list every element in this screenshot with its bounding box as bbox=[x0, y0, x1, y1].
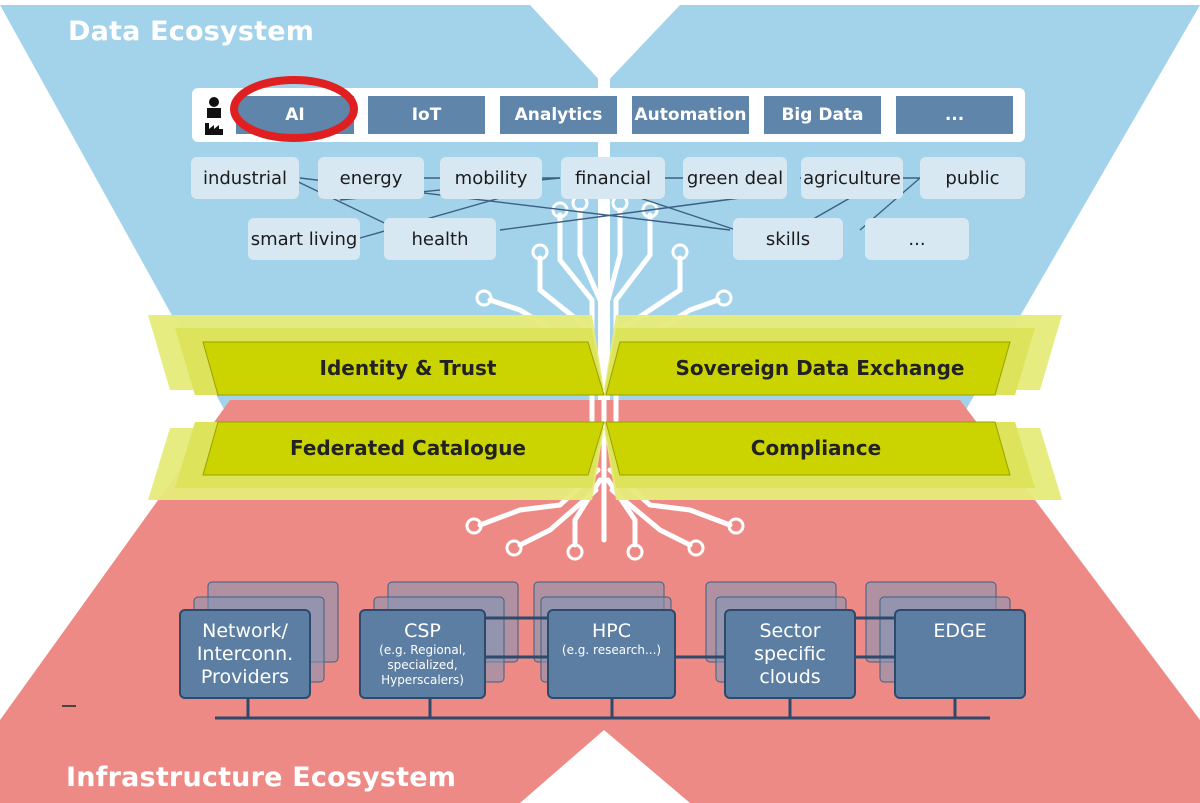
domain-agriculture[interactable]: agriculture bbox=[801, 157, 903, 199]
provider-hpc-title: HPC bbox=[591, 620, 631, 642]
service-compliance[interactable]: Compliance bbox=[750, 436, 882, 460]
provider-csp-sub1: (e.g. Regional, bbox=[379, 643, 466, 657]
provider-network[interactable]: Network/ Interconn. Providers bbox=[180, 620, 310, 689]
federated-catalogue-band bbox=[202, 421, 605, 476]
domain-skills[interactable]: skills bbox=[733, 218, 843, 260]
provider-sector-line3: clouds bbox=[759, 666, 821, 688]
provider-boxes bbox=[179, 609, 1026, 699]
domain-public[interactable]: public bbox=[920, 157, 1025, 199]
domain-energy[interactable]: energy bbox=[318, 157, 424, 199]
provider-bus bbox=[215, 616, 990, 720]
provider-edge-title: EDGE bbox=[933, 620, 987, 642]
tech-big-data[interactable]: Big Data bbox=[764, 96, 881, 134]
provider-hpc-sub: (e.g. research...) bbox=[561, 643, 662, 657]
domain-mobility[interactable]: mobility bbox=[440, 157, 542, 199]
provider-sector-clouds[interactable]: Sector specific clouds bbox=[725, 620, 855, 689]
domain-smart-living[interactable]: smart living bbox=[248, 218, 360, 260]
tech-more[interactable]: ... bbox=[896, 96, 1013, 134]
domain-industrial[interactable]: industrial bbox=[191, 157, 299, 199]
service-sovereign-data-exchange[interactable]: Sovereign Data Exchange bbox=[675, 356, 965, 380]
provider-csp[interactable]: CSP (e.g. Regional, specialized, Hypersc… bbox=[360, 620, 485, 688]
domain-health[interactable]: health bbox=[384, 218, 496, 260]
identity-trust-band bbox=[202, 341, 605, 396]
infrastructure-ecosystem-title: Infrastructure Ecosystem bbox=[66, 762, 457, 793]
domain-green-deal[interactable]: green deal bbox=[683, 157, 787, 199]
provider-network-line1: Network/ bbox=[202, 620, 288, 642]
sovereign-exchange-band bbox=[605, 341, 1011, 396]
tech-automation[interactable]: Automation bbox=[632, 96, 749, 134]
provider-hpc[interactable]: HPC (e.g. research...) bbox=[548, 620, 675, 658]
provider-sector-line2: specific bbox=[754, 643, 826, 665]
provider-sector-line1: Sector bbox=[759, 620, 821, 642]
factory-icon bbox=[205, 123, 223, 135]
domain-more[interactable]: ... bbox=[865, 218, 969, 260]
highlight-ring bbox=[230, 76, 358, 142]
provider-csp-sub3: Hyperscalers) bbox=[381, 673, 464, 687]
tech-analytics[interactable]: Analytics bbox=[500, 96, 617, 134]
provider-edge[interactable]: EDGE bbox=[895, 620, 1025, 643]
tech-iot[interactable]: IoT bbox=[368, 96, 485, 134]
data-ecosystem-title: Data Ecosystem bbox=[68, 16, 315, 47]
provider-csp-title: CSP bbox=[404, 620, 441, 642]
service-identity-trust[interactable]: Identity & Trust bbox=[319, 356, 497, 380]
person-icon bbox=[205, 97, 223, 135]
service-federated-catalogue[interactable]: Federated Catalogue bbox=[289, 436, 526, 460]
provider-csp-sub2: specialized, bbox=[387, 658, 458, 672]
domain-financial[interactable]: financial bbox=[561, 157, 665, 199]
provider-network-line2: Interconn. bbox=[196, 643, 294, 665]
compliance-band bbox=[605, 421, 1011, 476]
provider-network-line3: Providers bbox=[200, 666, 290, 688]
